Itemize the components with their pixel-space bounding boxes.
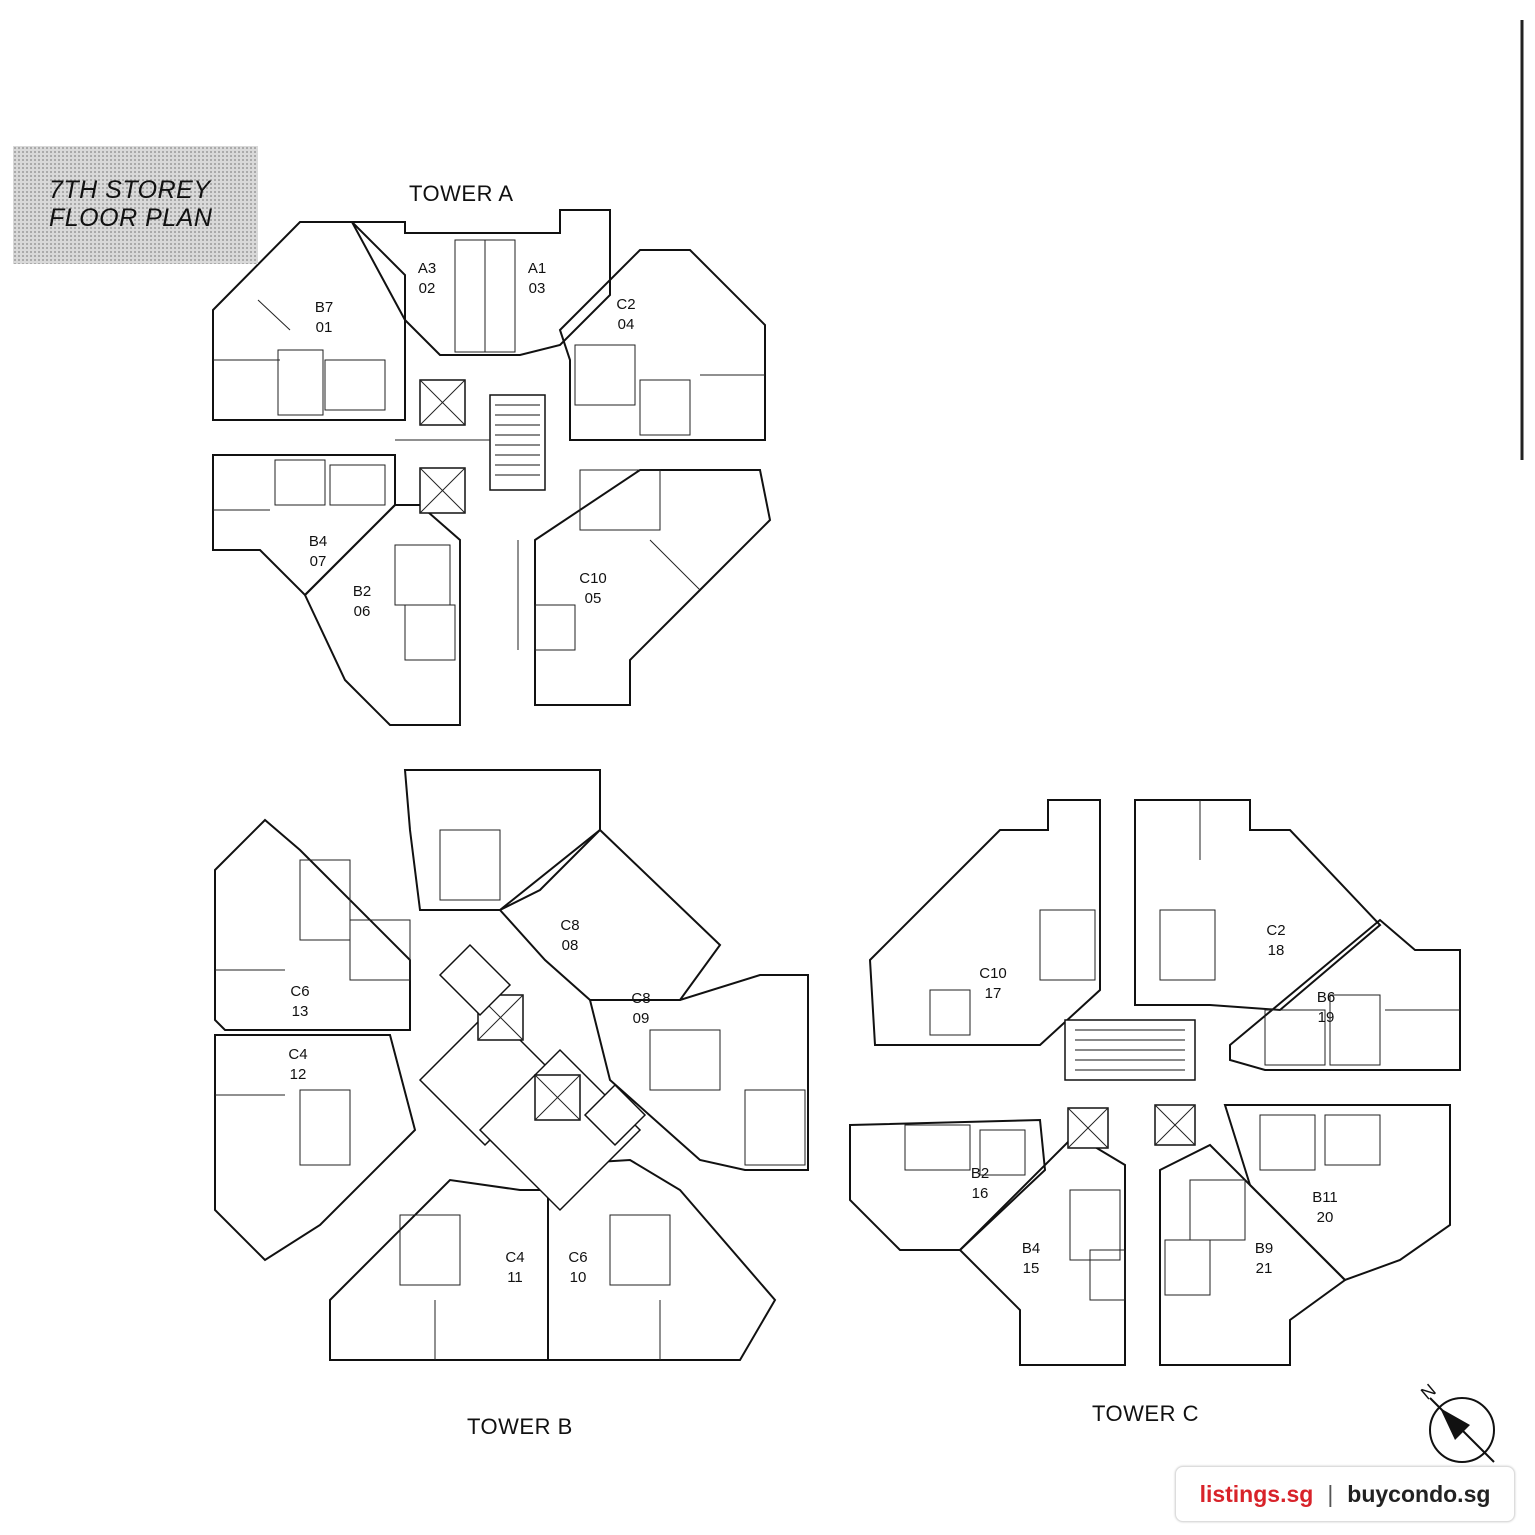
- svg-text:A3: A3: [418, 260, 436, 277]
- tower-a-label: TOWER A: [409, 181, 514, 206]
- svg-text:15: 15: [1023, 1260, 1040, 1277]
- svg-text:18: 18: [1268, 942, 1285, 959]
- svg-text:21: 21: [1256, 1260, 1273, 1277]
- svg-text:13: 13: [292, 1003, 309, 1020]
- watermark-site-1: listings.sg: [1199, 1480, 1314, 1507]
- tower-c-label: TOWER C: [1092, 1401, 1199, 1426]
- svg-text:C8: C8: [631, 990, 650, 1007]
- svg-text:C8: C8: [560, 917, 579, 934]
- svg-text:B11: B11: [1312, 1189, 1338, 1206]
- svg-text:17: 17: [985, 985, 1002, 1002]
- svg-text:C4: C4: [288, 1046, 307, 1063]
- svg-text:B4: B4: [1022, 1240, 1040, 1257]
- watermark-site-2: buycondo.sg: [1347, 1480, 1491, 1507]
- svg-text:C10: C10: [979, 965, 1007, 982]
- svg-text:19: 19: [1318, 1009, 1335, 1026]
- svg-text:B9: B9: [1255, 1240, 1273, 1257]
- svg-text:11: 11: [507, 1269, 523, 1286]
- svg-text:B4: B4: [309, 533, 327, 550]
- svg-text:12: 12: [290, 1066, 307, 1083]
- svg-text:16: 16: [972, 1185, 989, 1202]
- svg-text:08: 08: [562, 937, 579, 954]
- svg-text:C6: C6: [290, 983, 309, 1000]
- svg-text:09: 09: [633, 1010, 650, 1027]
- watermark-separator: |: [1327, 1480, 1334, 1507]
- svg-text:03: 03: [529, 280, 546, 297]
- svg-text:06: 06: [354, 603, 371, 620]
- north-arrow-icon: [1429, 1397, 1495, 1463]
- tower-c-outline: [849, 799, 1461, 1366]
- svg-text:B7: B7: [315, 299, 333, 316]
- svg-text:A1: A1: [528, 260, 546, 277]
- svg-text:10: 10: [570, 1269, 587, 1286]
- svg-text:04: 04: [618, 316, 635, 333]
- svg-text:C2: C2: [1266, 922, 1285, 939]
- svg-text:B6: B6: [1317, 989, 1335, 1006]
- svg-text:05: 05: [585, 590, 602, 607]
- svg-text:20: 20: [1317, 1209, 1334, 1226]
- svg-text:C10: C10: [579, 570, 607, 587]
- floor-plan-title: 7TH STOREY FLOOR PLAN: [13, 146, 258, 264]
- svg-text:C4: C4: [505, 1249, 524, 1266]
- svg-text:B2: B2: [971, 1165, 989, 1182]
- tower-b-label: TOWER B: [467, 1414, 573, 1439]
- title-line-1: 7TH STOREY: [49, 176, 211, 204]
- watermark-badge: listings.sg | buycondo.sg: [1175, 1466, 1515, 1522]
- svg-text:B2: B2: [353, 583, 371, 600]
- svg-text:C6: C6: [568, 1249, 587, 1266]
- svg-text:C2: C2: [616, 296, 635, 313]
- svg-text:01: 01: [316, 319, 333, 336]
- title-line-2: FLOOR PLAN: [49, 204, 213, 232]
- tower-b-outline: [214, 769, 809, 1361]
- svg-text:02: 02: [419, 280, 436, 297]
- compass-label: N: [1417, 1380, 1440, 1404]
- svg-text:07: 07: [310, 553, 327, 570]
- tower-a-outline: [212, 209, 772, 726]
